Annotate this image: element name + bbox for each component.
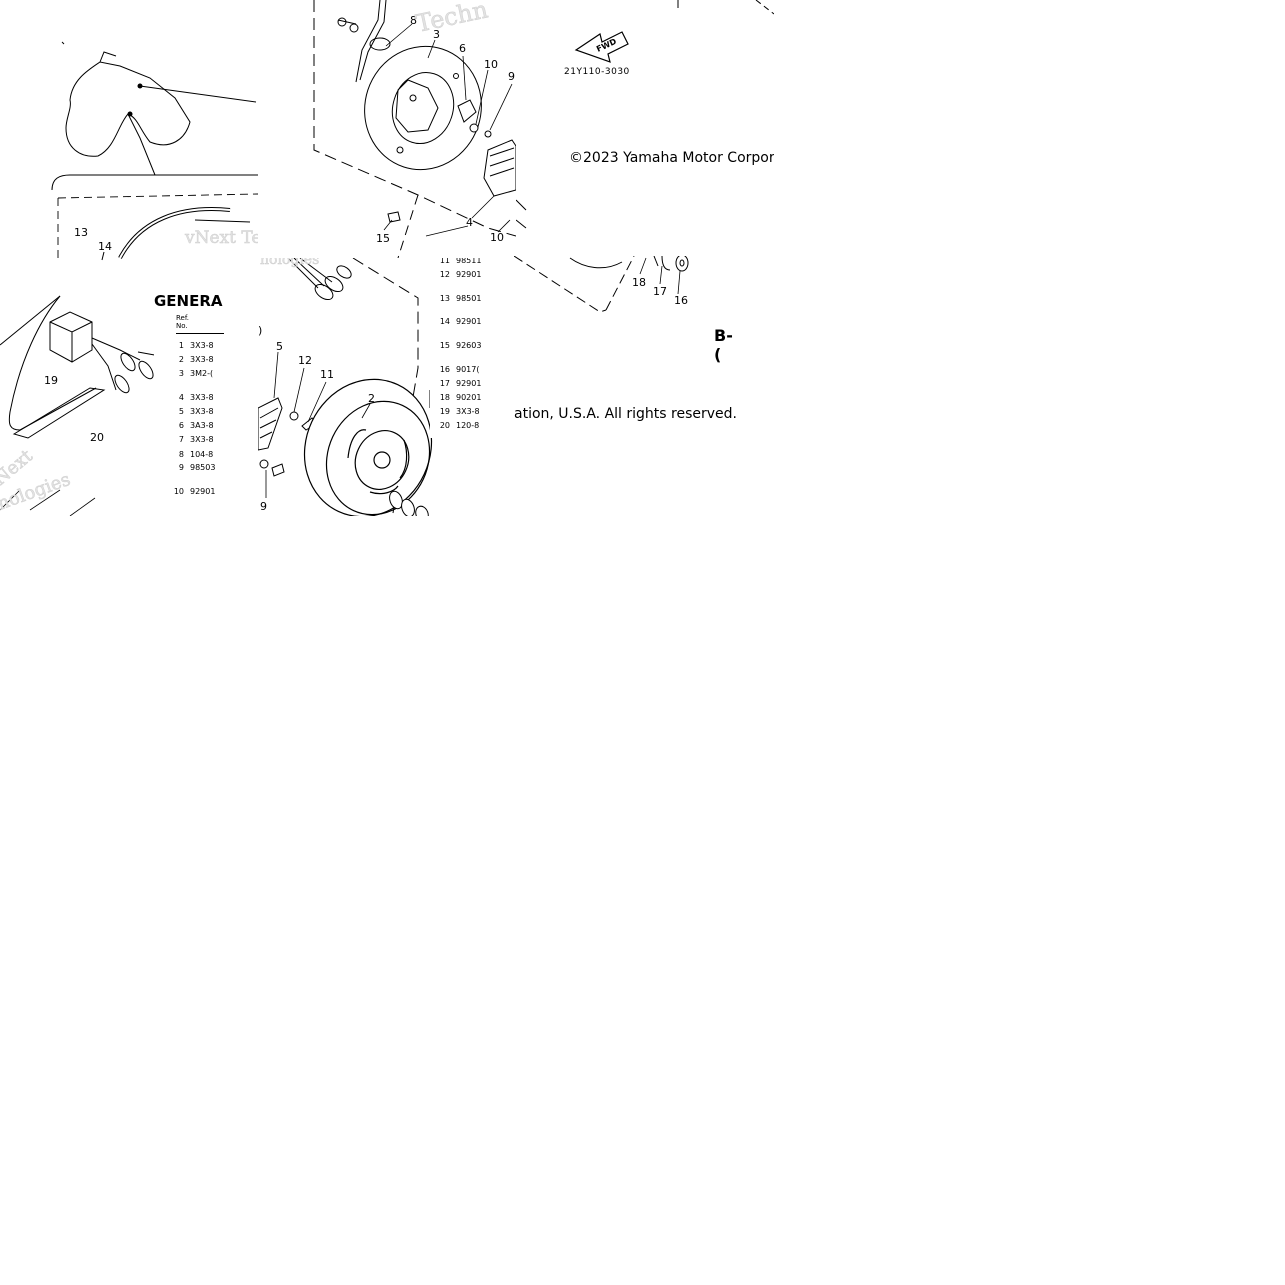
callout-9: 9	[508, 70, 515, 83]
callout-2: 2	[368, 392, 375, 405]
callout-20: 20	[90, 431, 104, 444]
tile-left-diagram: 13 14 19 20 vNext Tec nologies Next	[0, 0, 258, 516]
callout-6: 6	[459, 42, 466, 55]
copyright-notice-tail: ation, U.S.A. All rights reserved.	[514, 406, 737, 422]
callout-17: 17	[653, 285, 667, 298]
washer-stack-drawing	[653, 256, 689, 272]
watermark-text: nologies	[260, 258, 319, 268]
header-rule	[176, 333, 224, 334]
callout-partial: )	[258, 324, 262, 337]
cdi-unit-drawing	[49, 311, 161, 394]
tile-right-svg: 18 17 16	[514, 256, 689, 313]
callout-19: 19	[44, 374, 58, 387]
tile-right-diagram: 18 17 16 B-( ation, U.S.A. All rights re…	[514, 256, 740, 432]
flywheel-rotor-drawing	[303, 378, 433, 516]
connector-drawing	[287, 258, 352, 301]
section-title: GENERA	[154, 292, 223, 310]
callout-13: 13	[74, 226, 88, 239]
callout-11: 11	[320, 368, 334, 381]
stator-plate-drawing	[364, 45, 482, 171]
motorcycle-outline	[61, 41, 257, 176]
tile-left-svg: 13 14 19 20 vNext Tec nologies Next	[0, 41, 258, 516]
callout-10: 10	[490, 231, 504, 244]
watermark-text: vNext Tec	[184, 228, 258, 248]
callout-16: 16	[674, 294, 688, 307]
callout-8: 8	[410, 14, 417, 27]
ref-header-line: Ref.	[176, 314, 190, 322]
tile-center-svg: ) 5 12 11 2 9 nologies	[258, 258, 433, 516]
tile-top-right-svg: FWD	[516, 0, 774, 229]
callout-4: 4	[466, 216, 473, 229]
tile-top-svg: 8 3 6 10 9 4 10 15 Techn	[313, 0, 516, 258]
ref-header-line: No.	[176, 322, 188, 330]
ref-no-header: Ref. No.	[176, 314, 189, 330]
fwd-arrow-icon	[574, 31, 629, 63]
callout-3: 3	[433, 28, 440, 41]
page-id: B-(	[714, 326, 733, 364]
copyright-notice: ©2023 Yamaha Motor Corpora	[569, 150, 774, 166]
strap-drawing	[12, 387, 106, 439]
fwd-code: 21Y110-3030	[564, 67, 630, 77]
pickup-coil-drawing	[387, 99, 516, 223]
callout-5: 5	[276, 340, 283, 353]
callout-18: 18	[632, 276, 646, 289]
callout-12: 12	[298, 354, 312, 367]
callout-10: 10	[484, 58, 498, 71]
pickup-bracket-drawing	[258, 397, 317, 477]
watermark-text: Techn	[413, 0, 490, 38]
callout-9: 9	[260, 500, 267, 513]
wire-bundle-drawing	[337, 0, 391, 83]
tile-top-diagram: 8 3 6 10 9 4 10 15 Techn	[258, 0, 516, 258]
callout-15: 15	[376, 232, 390, 245]
tile-top-right: FWD 21Y110-3030 ©2023 Yamaha Motor Corpo…	[516, 0, 774, 258]
callout-14: 14	[98, 240, 112, 253]
washer-drawing	[389, 490, 429, 516]
